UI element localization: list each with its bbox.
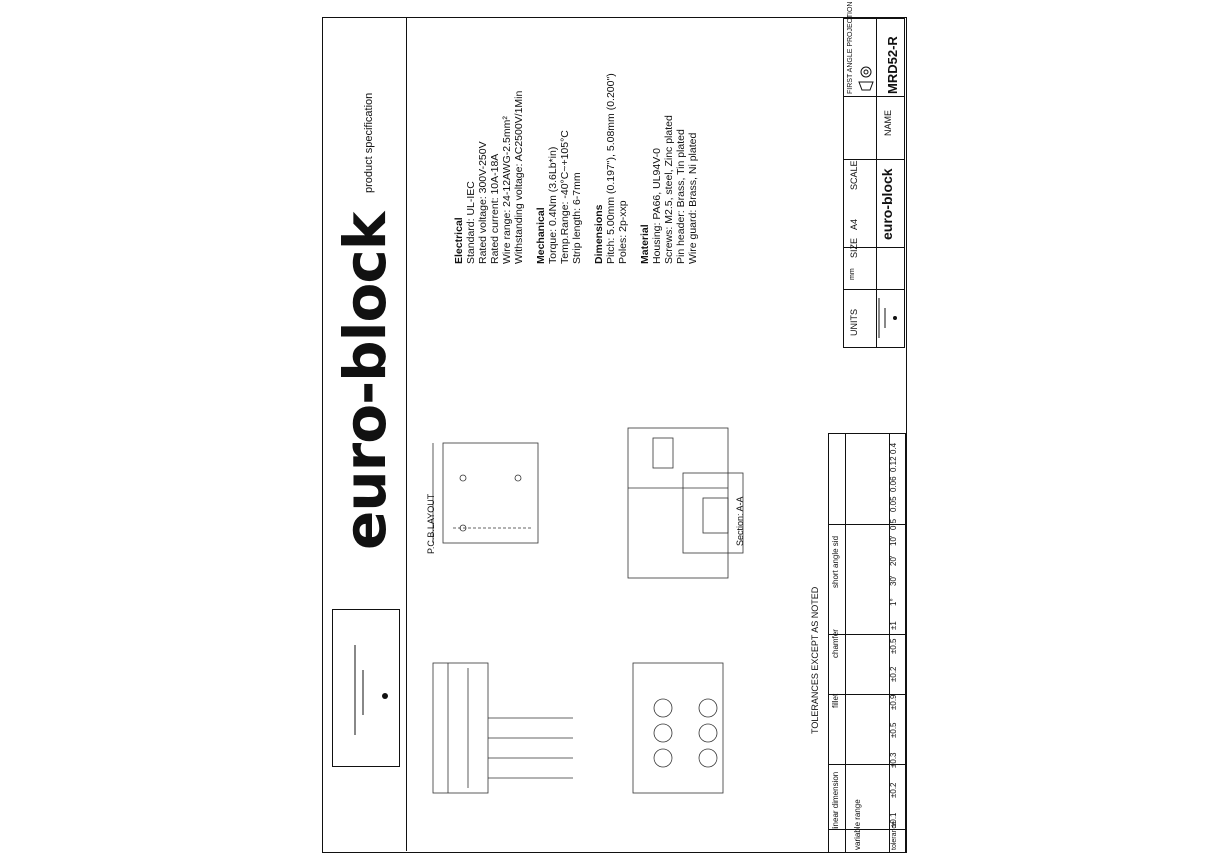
tolerance-value: 10' <box>889 535 898 546</box>
logo-mark-icon <box>354 645 388 735</box>
tolerance-group-chamfer: chamfer <box>831 629 840 658</box>
tolerance-value: 0.4 <box>889 442 898 454</box>
header-divider <box>406 18 407 851</box>
tolerance-value: ±1 <box>889 621 898 630</box>
tolerance-value: ±0.9 <box>889 694 898 710</box>
spec-mechanical: Mechanical Torque: 0.4Nm (3.6Lb*in) Temp… <box>535 24 583 264</box>
units-value: mm <box>849 268 856 280</box>
spec-line: Wire range: 24-12AWG-2.5mm² <box>501 116 513 264</box>
title-logo-mark-icon <box>878 298 897 338</box>
size-value: A4 <box>849 218 859 230</box>
spec-heading: Mechanical <box>535 207 547 264</box>
projection-symbol-icon <box>858 66 874 91</box>
units-label: UNITS <box>849 309 859 336</box>
tolerance-value: ±0.5 <box>889 722 898 738</box>
tolerance-value: 20' <box>889 555 898 566</box>
tolerance-table <box>828 433 906 853</box>
tolerance-value: 0.12 <box>889 456 898 472</box>
drawing-sheet: euro-block product specification Electri… <box>322 2 907 853</box>
tolerance-value: 0.05 <box>889 496 898 512</box>
spec-heading: Electrical <box>453 217 465 264</box>
spec-heading: Material <box>639 224 651 264</box>
tolerance-group-linear: linear dimension <box>831 771 840 830</box>
tolerance-value: ±0.2 <box>889 666 898 682</box>
tolerance-group-fillet: fillet <box>831 693 840 708</box>
spec-line: Pin header: Brass, Tin plated <box>675 129 687 264</box>
brand-title: euro-block <box>331 212 399 550</box>
spec-electrical: Electrical Standard: UL-IEC Rated voltag… <box>453 24 525 264</box>
spec-block: Electrical Standard: UL-IEC Rated voltag… <box>453 24 699 264</box>
title-block-brand: euro-block <box>879 168 895 240</box>
logo-box <box>332 609 400 767</box>
spec-line: Strip length: 6-7mm <box>571 172 583 264</box>
scale-label: SCALE <box>849 160 859 190</box>
spec-line: Pitch: 5.00mm (0.197"), 5.08mm (0.200") <box>605 73 617 264</box>
spec-line: Wire guard: Brass, Ni plated <box>687 132 699 264</box>
tolerance-group-angle: short angle sid <box>831 535 840 588</box>
tolerance-title: TOLERANCES EXCEPT AS NOTED <box>810 586 820 734</box>
tolerance-row-range: variable range <box>853 799 862 850</box>
tolerance-value: 1° <box>889 598 898 606</box>
spec-line: Rated voltage: 300V-250V <box>477 141 489 264</box>
tolerance-value: ±0.2 <box>889 782 898 798</box>
part-name: MRD52-R <box>885 36 900 94</box>
size-label: SIZE <box>849 237 859 258</box>
title-block <box>843 18 905 348</box>
spec-heading: Dimensions <box>593 204 605 264</box>
tolerance-value: 30' <box>889 575 898 586</box>
spec-line: Poles: 2p-xxp <box>617 200 629 264</box>
spec-line: Temp.Range: -40°C~+105°C <box>559 130 571 264</box>
technical-drawing <box>432 427 744 794</box>
spec-dimensions: Dimensions Pitch: 5.00mm (0.197"), 5.08m… <box>593 24 629 264</box>
pcb-layout-label: P.C.B.LAYOUT <box>426 493 436 554</box>
tolerance-value: ±0.3 <box>889 752 898 768</box>
spec-material: Material Housing: PA66, UL94V-0 Screws: … <box>639 24 699 264</box>
name-label: NAME <box>883 109 893 136</box>
top-view <box>632 662 724 794</box>
document-subtitle: product specification <box>363 92 375 193</box>
spec-line: Rated current: 10A-18A <box>489 153 501 264</box>
pcb-layout-view <box>432 442 539 544</box>
spec-line: Screws: M2.5, steel, Zinc plated <box>663 115 675 264</box>
tolerance-value: ±0.5 <box>889 638 898 654</box>
tolerance-value: 0.06 <box>889 476 898 492</box>
tolerance-value: ±0.1 <box>889 812 898 828</box>
spec-line: Standard: UL-IEC <box>465 181 477 264</box>
front-view <box>432 662 573 794</box>
side-view <box>627 427 744 579</box>
spec-line: Withstanding voltage: AC2500V/1Min <box>513 90 525 264</box>
section-label: Section: A-A <box>735 496 745 546</box>
spec-line: Torque: 0.4Nm (3.6Lb*in) <box>547 146 559 264</box>
tolerance-value: 0.5 <box>889 518 898 530</box>
spec-line: Housing: PA66, UL94V-0 <box>651 148 663 264</box>
